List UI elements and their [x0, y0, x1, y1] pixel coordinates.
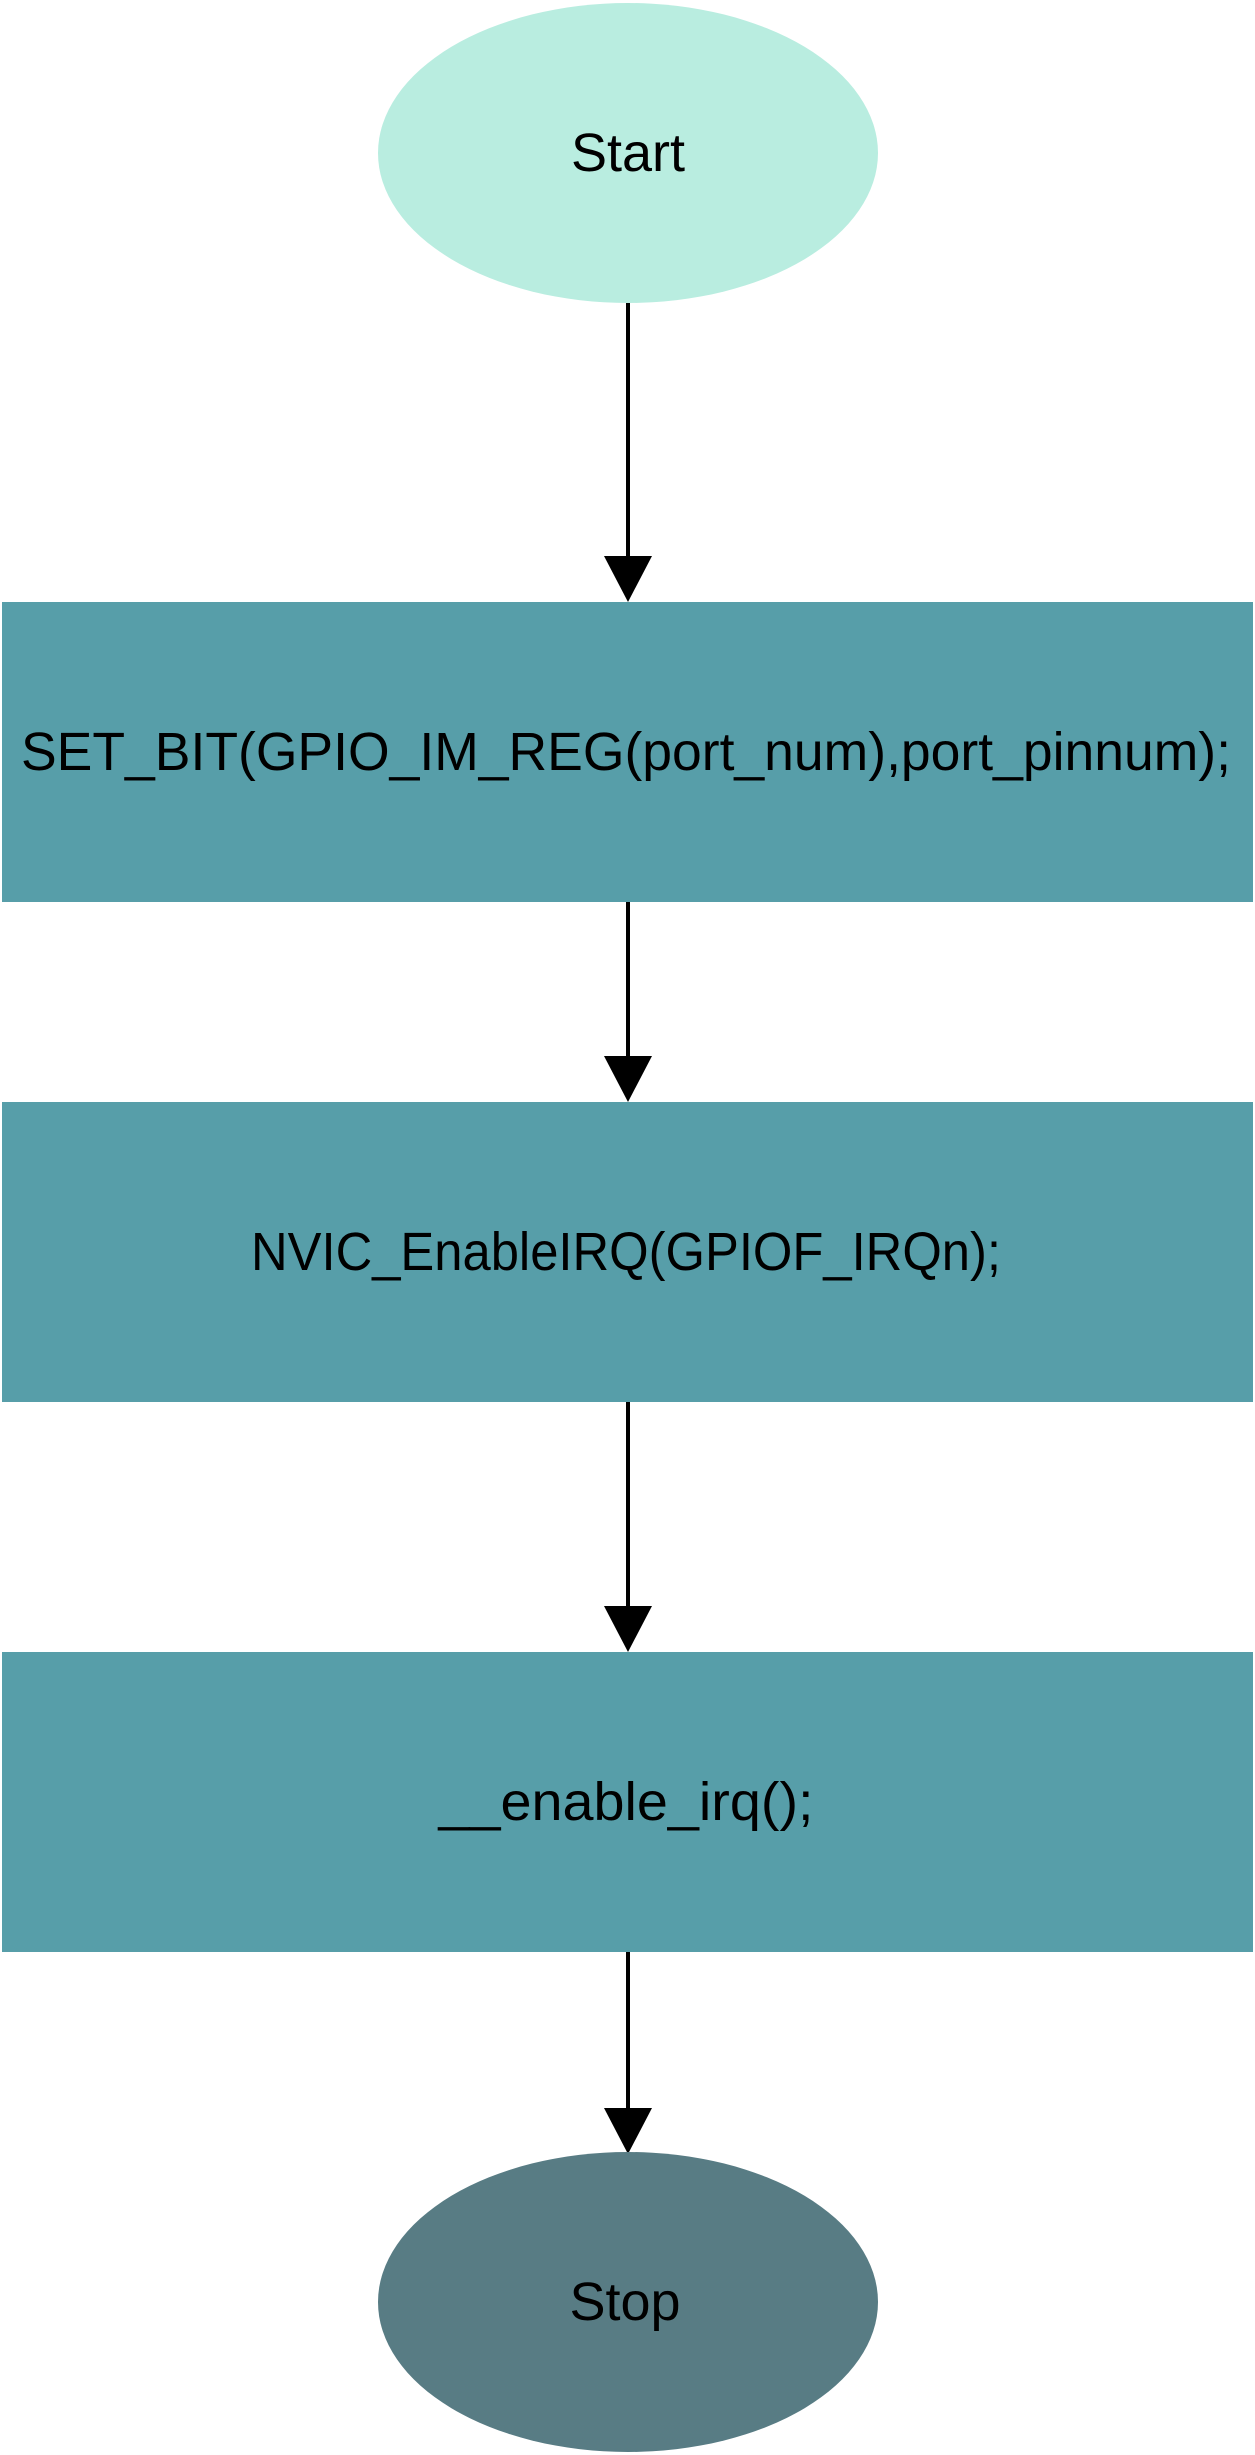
arrowhead [604, 1056, 652, 1102]
connector-step3-to-stop [604, 1952, 652, 2154]
process-label: SET_BIT(GPIO_IM_REG(port_num),port_pinnu… [21, 722, 1231, 782]
process-box [2, 1102, 1253, 1402]
arrowhead [604, 1606, 652, 1652]
start-node: Start [378, 3, 878, 303]
process-node-enable-irq: __enable_irq(); [2, 1652, 1253, 1952]
arrowhead [604, 556, 652, 602]
process-label: __enable_irq(); [437, 1772, 813, 1832]
stop-ellipse [378, 2152, 878, 2452]
stop-label: Stop [569, 2272, 680, 2332]
start-label: Start [571, 123, 685, 183]
connector-step1-to-step2 [604, 902, 652, 1102]
stop-node: Stop [378, 2152, 878, 2452]
connector-step2-to-step3 [604, 1402, 652, 1652]
arrowhead [604, 2108, 652, 2154]
process-node-nvic-enable: NVIC_EnableIRQ(GPIOF_IRQn); [2, 1102, 1253, 1402]
process-box [2, 602, 1253, 902]
start-ellipse [378, 3, 878, 303]
connector-start-to-step1 [604, 303, 652, 602]
process-node-set-bit: SET_BIT(GPIO_IM_REG(port_num),port_pinnu… [2, 602, 1253, 902]
process-label: NVIC_EnableIRQ(GPIOF_IRQn); [251, 1222, 1001, 1282]
process-box [2, 1652, 1253, 1952]
